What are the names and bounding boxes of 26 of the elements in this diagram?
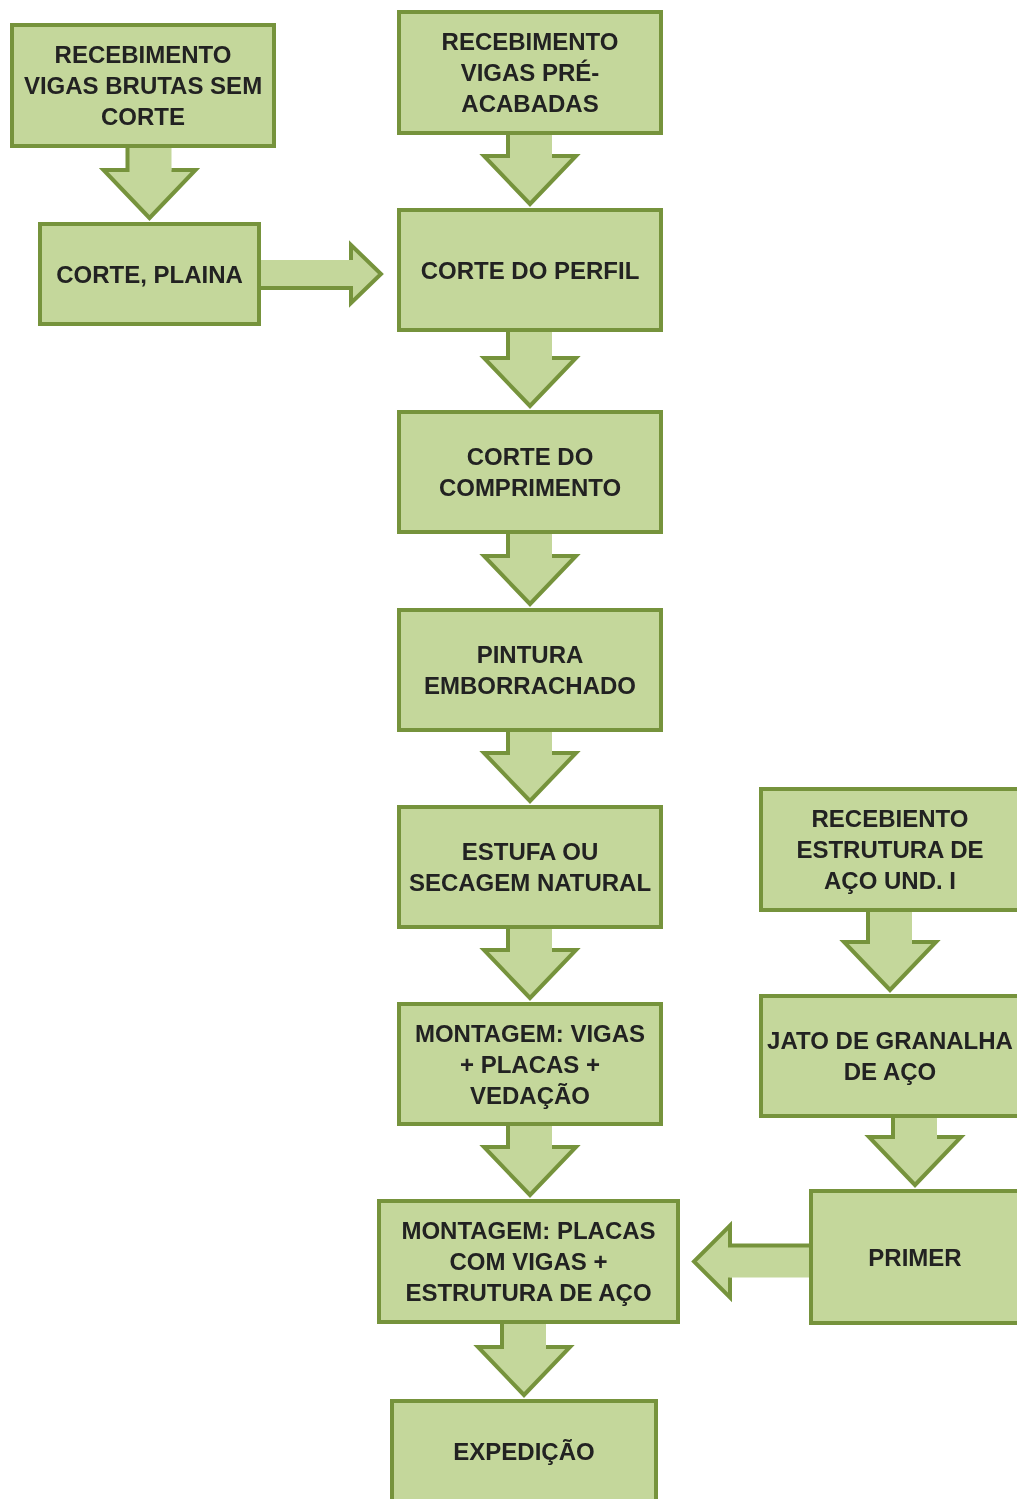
- process-box: [397, 208, 663, 332]
- step-label: ESTUFA OU SECAGEM NATURAL: [407, 837, 653, 898]
- step-label: EXPEDIÇÃO: [452, 1436, 596, 1467]
- step-label: CORTE, PLAINA: [55, 259, 244, 290]
- step-label: MONTAGEM: PLACAS COM VIGAS + ESTRUTURA DE AÇO: [400, 1216, 657, 1308]
- step-label: PRIMER: [867, 1242, 963, 1273]
- step-label: PINTURA EMBORRACHADO: [423, 640, 637, 701]
- process-box: [397, 608, 663, 732]
- process-box: [390, 1399, 658, 1499]
- process-box: [397, 805, 663, 929]
- step-label: JATO DE GRANALHA DE AÇO: [766, 1026, 1014, 1087]
- step-label: CORTE DO COMPRIMENTO: [437, 442, 623, 503]
- step-label: RECEBIMENTO VIGAS BRUTAS SEM CORTE: [22, 40, 264, 132]
- step-label: RECEBIMENTO VIGAS PRÉ-ACABADAS: [440, 27, 620, 119]
- step-label: RECEBIENTO ESTRUTURA DE AÇO UND. I: [795, 804, 985, 896]
- process-box: [397, 410, 663, 534]
- process-box: [759, 787, 1017, 912]
- process-box: [397, 10, 663, 135]
- process-box: [10, 23, 276, 148]
- process-box: [759, 994, 1017, 1118]
- step-label: CORTE DO PERFIL: [419, 255, 641, 286]
- process-box: [377, 1199, 680, 1324]
- process-box: [809, 1189, 1017, 1325]
- step-label: MONTAGEM: VIGAS + PLACAS + VEDAÇÃO: [413, 1018, 647, 1111]
- process-box: [38, 222, 261, 326]
- process-box: [397, 1002, 663, 1126]
